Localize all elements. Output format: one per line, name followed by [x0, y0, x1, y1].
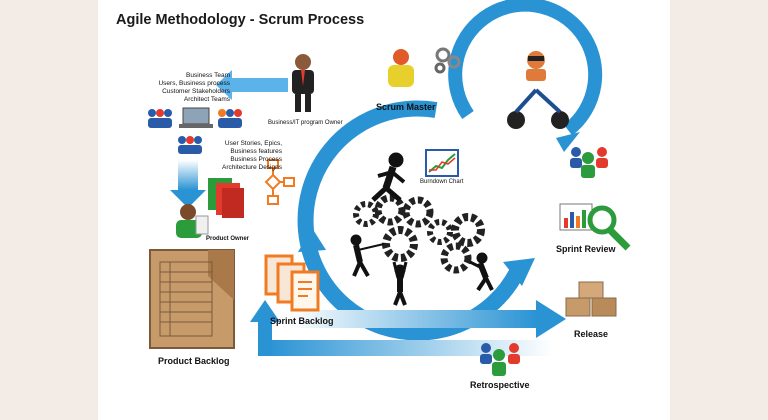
scrum-master-figure	[388, 47, 461, 87]
burndown-chart-icon	[425, 149, 459, 177]
daily-scrum-team-figure	[507, 51, 569, 129]
product-owner-figure	[176, 204, 209, 238]
team-member-running-figure	[371, 152, 406, 202]
product-backlog-label: Product Backlog	[158, 356, 230, 366]
stakeholder-team-bottom	[178, 136, 202, 154]
sprint-backlog-label: Sprint Backlog	[270, 316, 334, 326]
user-stories-line: Architecture Designs	[222, 164, 282, 171]
page-title: Agile Methodology - Scrum Process	[116, 12, 365, 28]
release-arrow	[288, 300, 566, 338]
diagram-canvas: Agile Methodology - Scrum Process	[98, 0, 670, 420]
program-owner-label: Business/IT program Owner	[268, 120, 343, 126]
retrospective-team-icon	[480, 343, 520, 376]
scrum-master-label: Scrum Master	[376, 102, 436, 112]
user-stories-documents-icon	[208, 178, 244, 218]
sprint-backlog-icon	[264, 254, 320, 312]
team-member-pushing-figure	[469, 252, 494, 292]
burndown-chart-label: Burndown Chart	[420, 179, 464, 185]
stakeholder-team-right	[218, 109, 242, 128]
flowchart-icon	[264, 159, 295, 205]
retrospective-label: Retrospective	[470, 380, 530, 390]
product-owner-label: Product Owner	[206, 236, 250, 242]
product-backlog-icon	[149, 249, 235, 349]
user-stories-line: Business Process	[230, 156, 282, 163]
laptop-icon	[179, 107, 213, 128]
development-gears-icon	[353, 194, 485, 274]
product-owner-down-arrow	[170, 160, 206, 208]
sprint-review-label: Sprint Review	[556, 244, 616, 254]
user-stories-label: User Stories, Epics, Business features B…	[194, 140, 282, 172]
sprint-review-icon	[559, 203, 631, 251]
release-boxes-icon	[565, 281, 617, 317]
diagram-artwork	[148, 0, 631, 376]
team-member-pulling-figure	[350, 234, 385, 277]
release-label: Release	[574, 329, 609, 339]
user-stories-line: User Stories, Epics,	[224, 140, 282, 147]
stakeholder-team-left	[148, 109, 172, 128]
stakeholders-line: Business Team	[186, 72, 230, 79]
stakeholders-line: Customer Stakeholders	[162, 88, 230, 95]
stakeholders-line: Architect Teams	[183, 96, 230, 103]
program-owner-figure	[292, 54, 314, 112]
stakeholders-arrow	[216, 70, 288, 100]
user-stories-line: Business features	[230, 148, 282, 155]
review-team-icon	[570, 147, 608, 178]
stakeholders-label: Business Team Users, Business process Cu…	[148, 72, 230, 104]
team-member-lifting-figure	[392, 261, 408, 306]
retrospective-arrow	[250, 300, 553, 356]
stakeholders-line: Users, Business process	[158, 80, 230, 87]
daily-scrum-loop-arrow	[448, 0, 603, 152]
